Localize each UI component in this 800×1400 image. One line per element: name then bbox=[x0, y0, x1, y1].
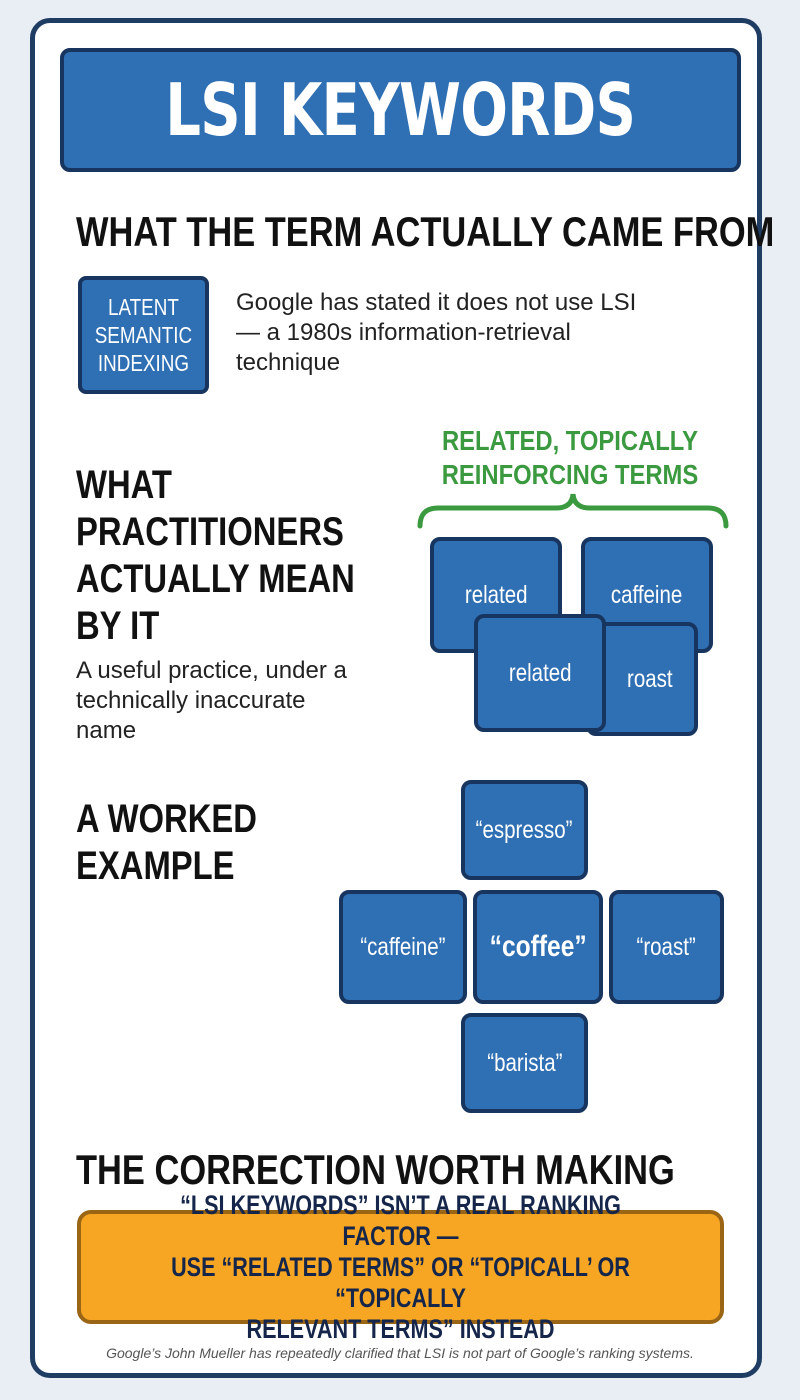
example-tile-left: “caffeine” bbox=[339, 890, 467, 1004]
section-heading-correction: THE CORRECTION WORTH MAKING bbox=[76, 1146, 675, 1193]
meaning-description: A useful practice, under a technically i… bbox=[76, 657, 347, 744]
correction-text: “LSI KEYWORDS” ISN’T A REAL RANKING FACT… bbox=[171, 1189, 630, 1344]
example-tile-center: “coffee” bbox=[473, 890, 603, 1004]
page-title: LSI KEYWORDS bbox=[165, 68, 637, 152]
section-heading-example: A WORKED EXAMPLE bbox=[76, 797, 258, 888]
section-heading-meaning: WHAT PRACTITIONERS ACTUALLY MEAN BY IT bbox=[76, 463, 355, 648]
related-terms-label: RELATED, TOPICALLY REINFORCING TERMS bbox=[441, 425, 699, 490]
footnote: Google’s John Mueller has repeatedly cla… bbox=[106, 1345, 694, 1361]
title-banner: LSI KEYWORDS bbox=[60, 48, 741, 172]
related-tile-4: related bbox=[474, 614, 606, 732]
lsi-term-box: LATENT SEMANTIC INDEXING bbox=[78, 276, 209, 394]
example-tile-right: “roast” bbox=[609, 890, 724, 1004]
example-tile-top: “espresso” bbox=[461, 780, 588, 880]
correction-callout: “LSI KEYWORDS” ISN’T A REAL RANKING FACT… bbox=[77, 1190, 724, 1344]
lsi-term-label: LATENT SEMANTIC INDEXING bbox=[94, 294, 193, 376]
example-tile-bottom: “barista” bbox=[461, 1013, 588, 1113]
section-heading-origin: WHAT THE TERM ACTUALLY CAME FROM bbox=[76, 208, 775, 255]
origin-description: Google has stated it does not use LSI — … bbox=[236, 289, 637, 376]
curly-brace-icon bbox=[417, 493, 729, 529]
